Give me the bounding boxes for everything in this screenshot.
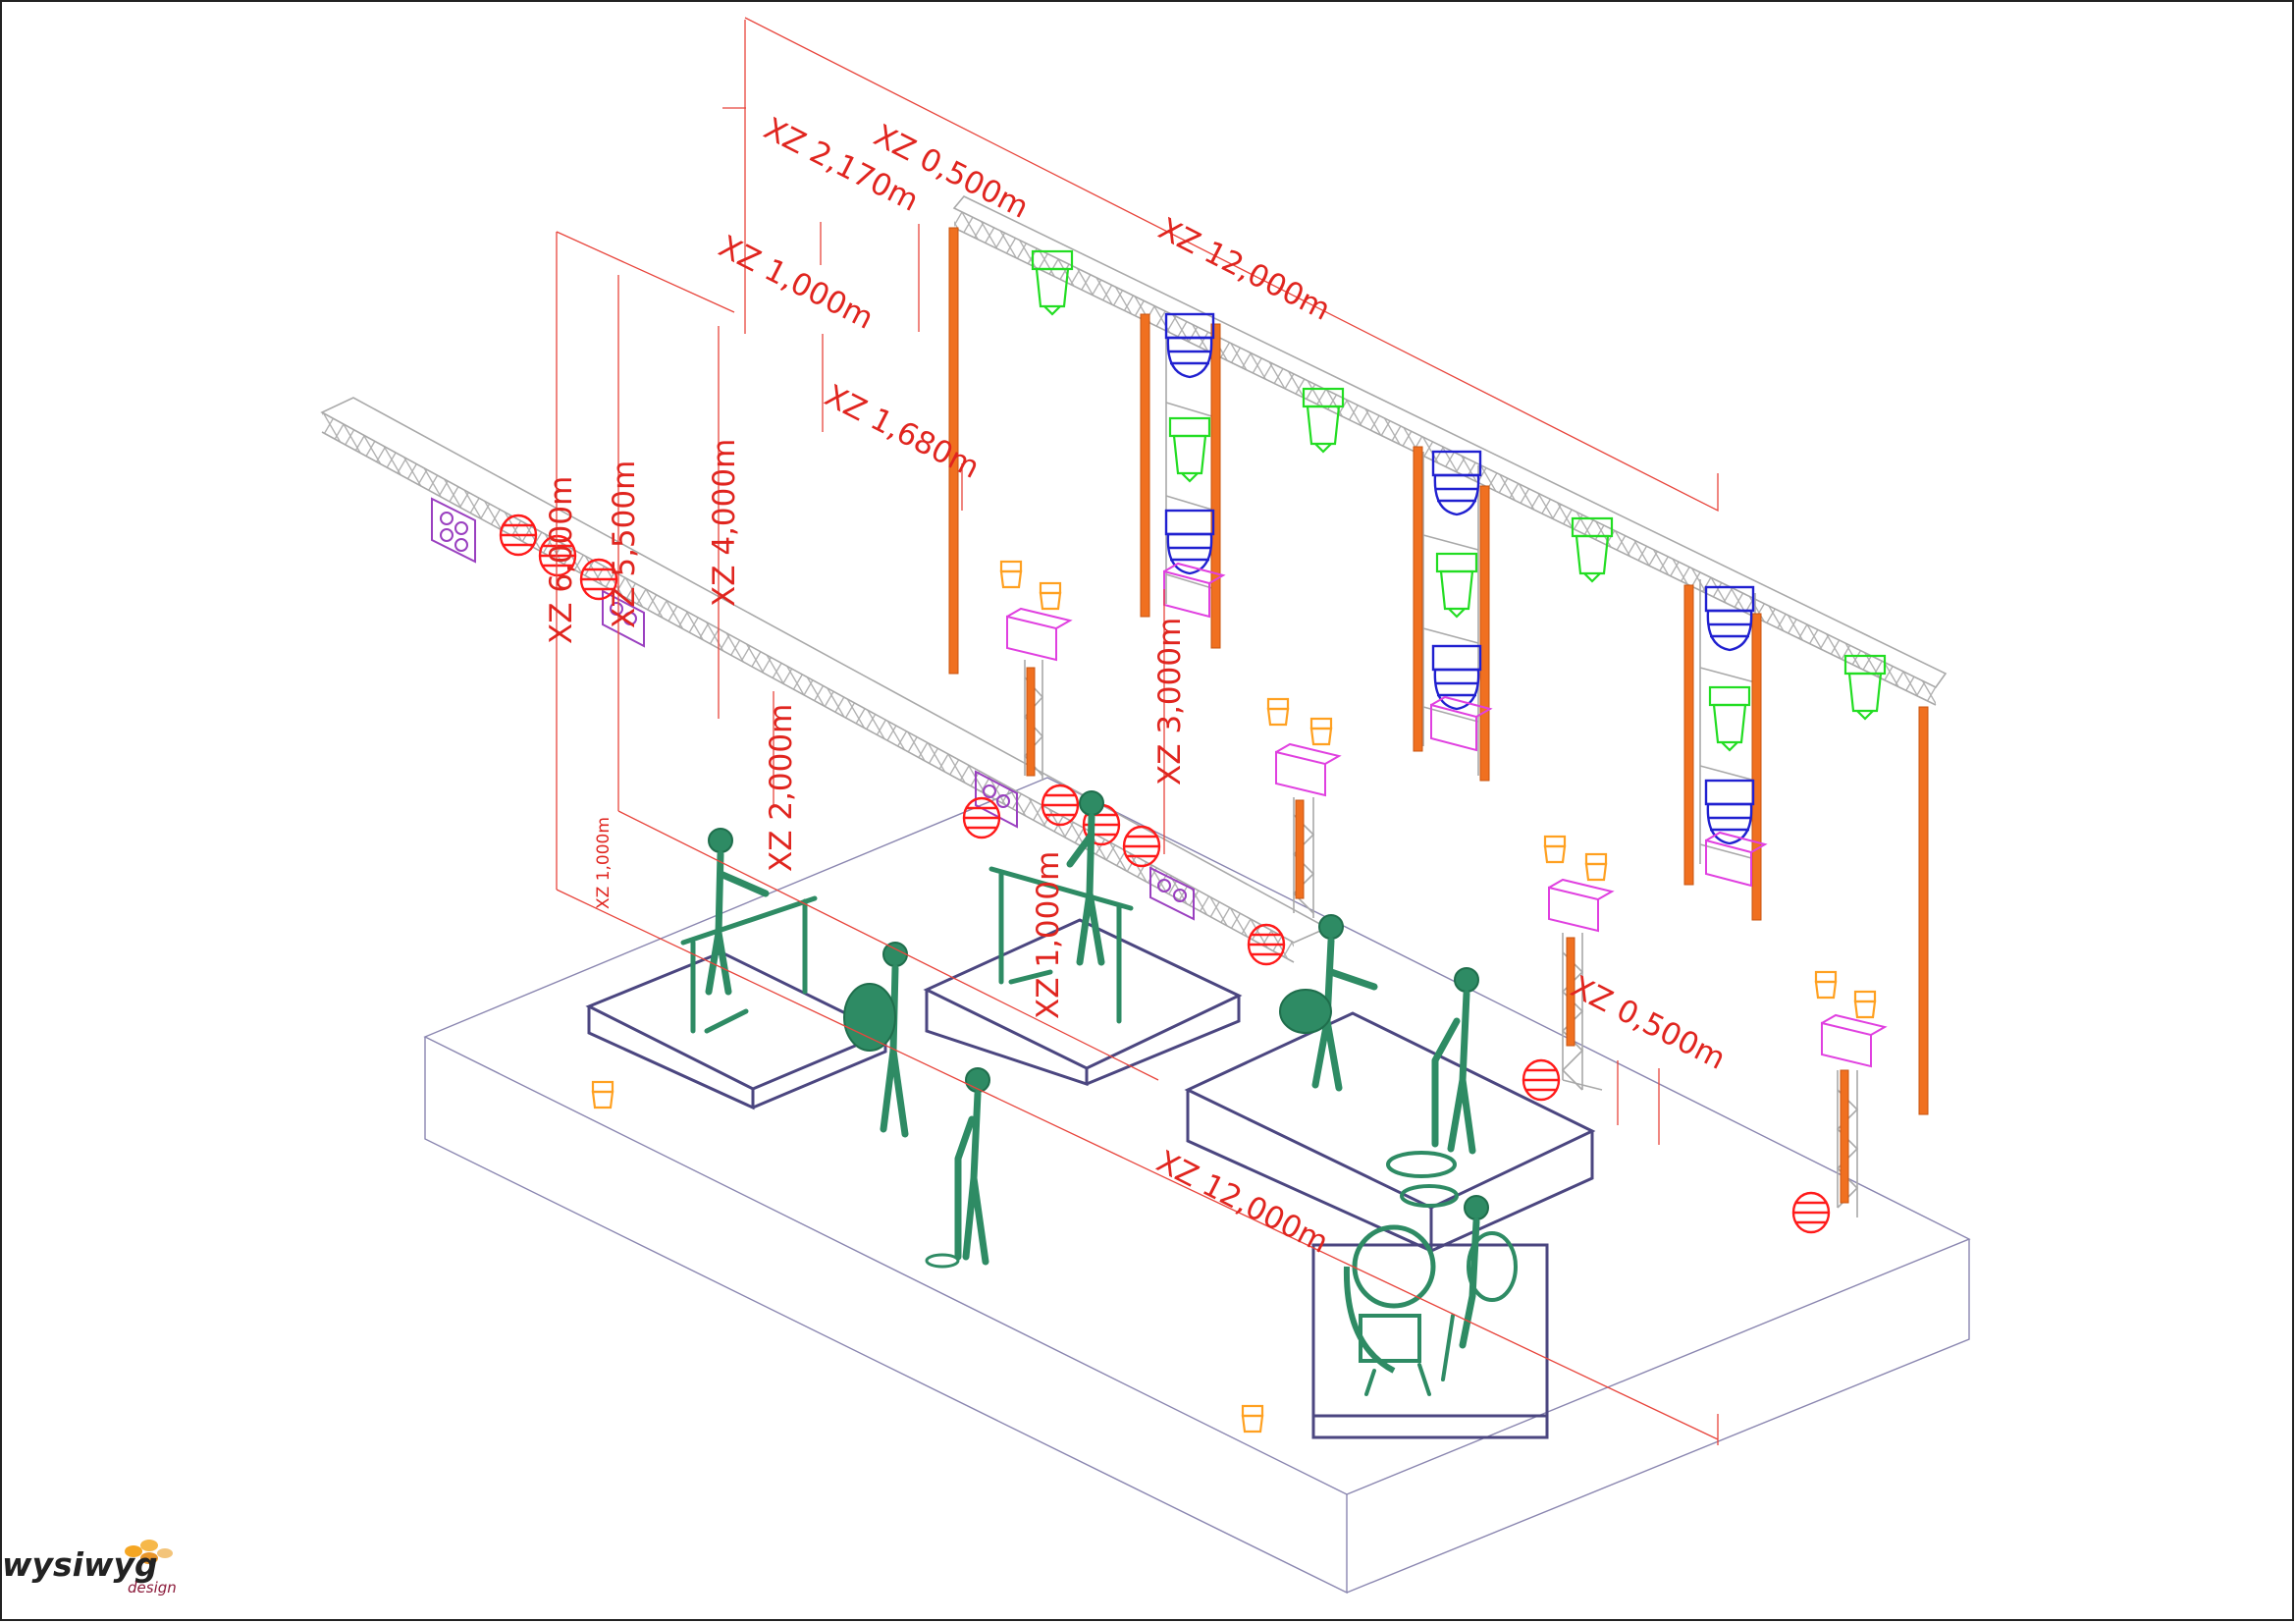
ladder-truss-1 [1165,322,1216,643]
logo-subtitle: design [128,1579,177,1596]
dim-label-4000: XZ 4,000m [707,439,742,607]
dim-label-6000: XZ 6,000m [544,476,579,644]
fixtures-blue [1164,312,1755,845]
dim-label-12000-bottom: XZ 12,000m [1150,1144,1334,1261]
performer-keyboard-center [988,790,1134,1024]
riser-drums [1311,1243,1549,1439]
fixtures-green [1031,249,1887,752]
performer-vocalist-right [1431,967,1479,1155]
dim-label-1680: XZ 1,680m [819,378,985,486]
dim-label-3000: XZ 3,000m [1152,618,1188,785]
performer-vocalist-front [925,1067,990,1269]
dim-label-0500-right: XZ 0,500m [1565,969,1731,1077]
riser-center [923,918,1243,1087]
orange-posts [948,227,1929,1204]
tower-truss-4 [1836,1070,1859,1217]
ladder-truss-2 [1422,452,1479,776]
logo-hexagons-icon [125,1540,173,1564]
logo-wordmark: wysiwyg [2,1545,158,1584]
performer-guitar-left [843,942,909,1138]
upstage-truss [952,195,1948,706]
fixtures-magenta [1006,562,1888,1068]
riser-right [1184,1011,1596,1254]
wysiwyg-logo: wysiwyg design [2,1532,198,1600]
performer-guitar-right [1279,914,1378,1092]
dim-label-1000-top: XZ 1,000m [713,229,879,337]
fixtures-violet [431,497,1195,921]
performer-keyboard-left [680,828,818,1034]
fixtures-orange [591,560,1877,1434]
dimension-lines [556,17,1719,1445]
dim-label-12000-top: XZ 12,000m [1152,211,1336,328]
stage-deck [423,777,1971,1595]
drummer-kit [1343,1151,1518,1396]
dim-label-1000-small: XZ 1,000m [594,817,614,909]
dim-label-2000: XZ 2,000m [764,704,799,872]
dim-label-5500: XZ 5,500m [607,460,642,628]
dim-label-1000-riser: XZ 1,000m [1031,851,1066,1019]
fixtures-red [499,514,1831,1234]
